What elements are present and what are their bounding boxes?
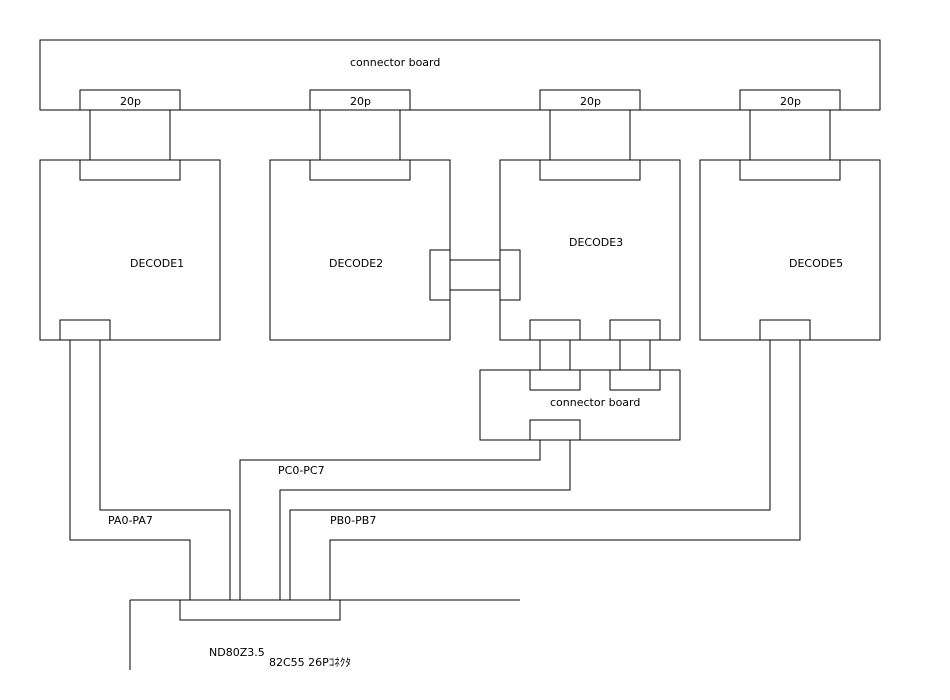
decode2-side-connector xyxy=(429,249,451,301)
ribbon-cables-top xyxy=(89,110,831,160)
decode5-bottom-connector xyxy=(759,319,811,341)
decode5-module: DECODE5 xyxy=(699,159,881,341)
top-connector-board-label: connector board xyxy=(350,56,440,69)
decode3-to-small-board-cables xyxy=(539,340,651,370)
decode5-label: DECODE5 xyxy=(789,257,843,270)
pa-bus-label: PA0-PA7 xyxy=(108,514,153,527)
decode3-bottom-connector-left xyxy=(529,319,581,341)
base-connector-label: 82C55 26Pｺﾈｸﾀ xyxy=(269,656,351,669)
decode3-top-connector xyxy=(539,159,641,181)
decode1-top-connector xyxy=(79,159,181,181)
connector-20p-4: 20p xyxy=(739,89,841,111)
decode2-top-connector xyxy=(309,159,411,181)
decode3-module: DECODE3 xyxy=(499,159,681,341)
pc-bus-wires xyxy=(239,440,571,600)
decode3-bottom-connector-right xyxy=(609,319,661,341)
base-board: ND80Z3.5 82C55 26Pｺﾈｸﾀ xyxy=(129,599,520,670)
pc-bus-label: PC0-PC7 xyxy=(278,464,325,477)
decode2-module: DECODE2 xyxy=(269,159,451,341)
pa-bus-wires xyxy=(69,340,231,600)
connector-20p-3-label: 20p xyxy=(580,95,601,108)
base-26p-connector xyxy=(179,599,341,621)
connector-20p-2-label: 20p xyxy=(350,95,371,108)
small-board-connector-left xyxy=(529,369,581,391)
connector-20p-3: 20p xyxy=(539,89,641,111)
decode1-module: DECODE1 xyxy=(39,159,221,341)
connector-20p-4-label: 20p xyxy=(780,95,801,108)
decode2-label: DECODE2 xyxy=(329,257,383,270)
pb-bus-wires xyxy=(289,340,801,600)
small-board-connector-right xyxy=(609,369,661,391)
connector-20p-1: 20p xyxy=(79,89,181,111)
decode1-bottom-connector xyxy=(59,319,111,341)
small-connector-board-label: connector board xyxy=(550,396,640,409)
connector-20p-2: 20p xyxy=(309,89,411,111)
small-board-connector-bottom xyxy=(529,419,581,441)
decode5-top-connector xyxy=(739,159,841,181)
base-board-name: ND80Z3.5 xyxy=(209,646,265,659)
decode1-label: DECODE1 xyxy=(130,257,184,270)
decode3-label: DECODE3 xyxy=(569,236,623,249)
small-connector-board: connector board xyxy=(479,369,681,441)
pb-bus-label: PB0-PB7 xyxy=(330,514,376,527)
connector-20p-1-label: 20p xyxy=(120,95,141,108)
